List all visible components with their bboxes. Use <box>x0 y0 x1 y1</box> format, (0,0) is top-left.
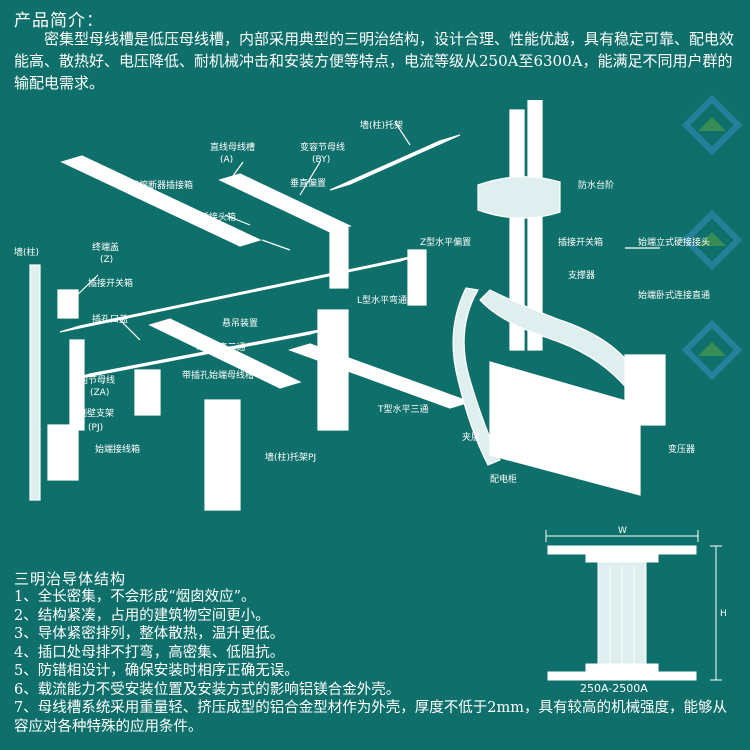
label-reducer: 变容节母线 <box>300 141 345 153</box>
cross-section-caption: 250A-2500A <box>580 682 648 695</box>
intro-text: 密集型母线槽是低压母线槽，内部采用典型的三明治结构，设计合理、性能优越，具有稳定… <box>14 28 734 94</box>
label-end-box: 始端接线箱 <box>95 443 140 455</box>
end-box-shape <box>47 424 79 481</box>
label-transition-busway: 转向节母线 <box>70 374 115 386</box>
plug-switch-box-shape <box>57 289 79 319</box>
busway-main-run <box>59 254 421 333</box>
cross-section-height: H <box>720 609 727 619</box>
busway-top-run <box>60 155 262 247</box>
column-shape <box>204 399 241 511</box>
label-column: 柱 <box>327 416 336 428</box>
label-t-horizontal-tee: T型水平三通 <box>377 403 429 415</box>
feature-item: 7、母线槽系统采用重量轻、挤压成型的铝合金型材作为外壳，厚度不低于2mm，具有较… <box>14 700 727 735</box>
cross-section-width: W <box>618 526 627 536</box>
label-side-wall-bracket: 侧壁支架 <box>78 407 114 419</box>
label-end-cap-code: (Z) <box>100 255 113 265</box>
label-side-wall-bracket-code: (PJ) <box>88 423 103 433</box>
label-clamp: 夹层 <box>462 431 480 443</box>
label-start-horizontal-joint: 始端卧式连接直通 <box>638 289 710 301</box>
label-hanger: 悬吊装置 <box>222 317 258 329</box>
label-transformer: 变压器 <box>668 443 695 455</box>
feature-item: 1、全长密集，不会形成“烟囱效应”。 <box>14 589 256 605</box>
label-transition-busway-code: (ZA) <box>90 388 109 398</box>
feature-item: 2、结构紧凑，占用的建筑物空间更小。 <box>14 607 270 624</box>
label-plug-head-box: 插接头箱 <box>200 211 236 223</box>
label-wall-bracket-top: 墙(柱)托架 <box>360 119 403 131</box>
intro-title: 产品简介： <box>14 11 104 31</box>
feature-item: 6、载流能力不受安装位置及安装方式的影响铝镁合金外壳。 <box>14 681 401 698</box>
label-support: 支撑器 <box>568 269 595 281</box>
label-t-vertical-tee: T型垂直三通 <box>194 341 246 353</box>
cross-section-diagram: W H <box>545 526 727 681</box>
label-plug-hole-cover: 插孔口盖 <box>92 313 128 325</box>
label-distribution-cabinet: 配电柜 <box>490 473 517 485</box>
label-end-cap: 终端盖 <box>92 241 119 253</box>
wall-column-shape <box>29 264 41 501</box>
label-column-2: 柱 <box>215 486 224 498</box>
label-straight-busway-code: (A) <box>220 155 233 165</box>
feature-item: 3、导体紧密排列，整体散热，温升更低。 <box>14 626 285 642</box>
label-l-elbow: L型水平弯通 <box>357 294 407 306</box>
label-waterproof-step: 防水台阶 <box>578 179 614 191</box>
label-fused-plug-box: 带熔断器插接箱 <box>130 179 193 191</box>
label-straight-busway: 直线母线槽 <box>210 141 255 153</box>
busway-reducer <box>329 134 461 191</box>
watermark-logo-icon <box>682 320 742 380</box>
intro-body: 密集型母线槽是低压母线槽，内部采用典型的三明治结构，设计合理、性能优越，具有稳定… <box>14 30 735 92</box>
features-title: 三明治导体结构 <box>14 570 127 588</box>
busway-system-diagram: 墙(柱)托架 直线母线槽 (A) 变容节母线 (BY) 带熔断器插接箱 垂直偏置… <box>14 100 710 511</box>
transformer-shape <box>624 354 666 426</box>
label-plug-switch-box-left: 插接开关箱 <box>88 277 133 289</box>
label-z-offset: Z型水平偏置 <box>420 236 471 248</box>
distribution-cabinet-shape <box>489 361 641 496</box>
label-wall-column: 墙(柱) <box>14 246 39 258</box>
busway-a-run <box>218 173 352 233</box>
label-plug-end-busway: 带插孔始端母线槽 <box>182 369 254 381</box>
label-start-vertical-joint: 始端立式硬接接头 <box>638 236 710 248</box>
vertical-riser <box>509 109 525 351</box>
label-reducer-code: (BY) <box>312 155 330 165</box>
watermark-logo-icon <box>682 95 742 155</box>
watermark-logo-icon <box>682 210 742 270</box>
features-list: 1、全长密集，不会形成“烟囱效应”。 2、结构紧凑，占用的建筑物空间更小。 3、… <box>14 588 734 736</box>
label-vertical-offset: 垂直偏置 <box>290 177 326 189</box>
feature-item: 5、防错相设计，确保安装时相序正确无误。 <box>14 663 299 679</box>
waterproof-step-shape <box>477 176 561 219</box>
label-plug-switch-box-right: 插接开关箱 <box>558 236 603 248</box>
feature-item: 4、插口处母排不打弯，高密集、低阻抗。 <box>14 644 285 661</box>
label-wall-bracket-pj: 墙(柱)托架PJ <box>265 451 316 463</box>
